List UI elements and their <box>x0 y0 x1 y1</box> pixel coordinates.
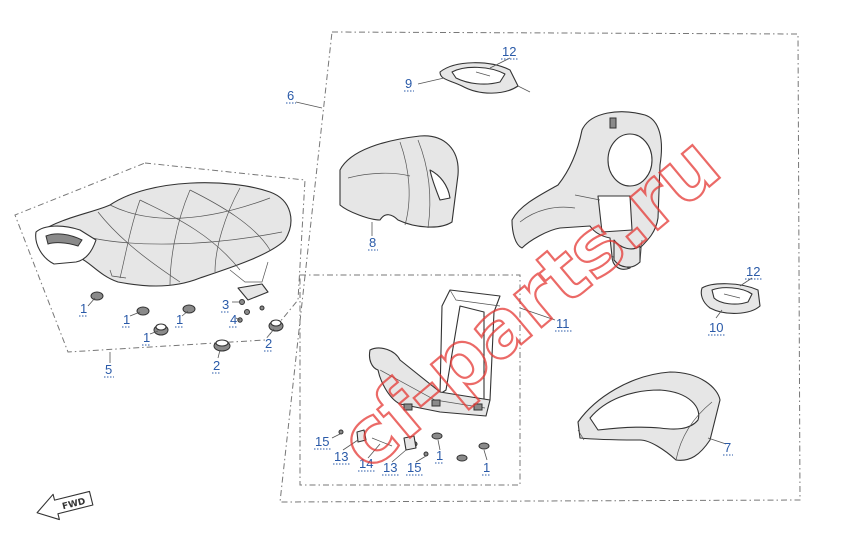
leader-lines <box>87 57 753 463</box>
callout-1-c[interactable]: 1 <box>176 312 183 327</box>
part-10-tray <box>700 283 761 314</box>
forward-arrow-icon: FWD <box>36 490 94 521</box>
callout-1-b[interactable]: 1 <box>123 312 130 327</box>
callout-1-d[interactable]: 1 <box>143 330 150 345</box>
callout-14[interactable]: 14 <box>359 456 373 471</box>
seat-fasteners <box>90 283 284 352</box>
callout-2-a[interactable]: 2 <box>265 336 272 351</box>
callout-3[interactable]: 3 <box>222 297 229 312</box>
callout-2-b[interactable]: 2 <box>213 358 220 373</box>
callout-4[interactable]: 4 <box>230 312 237 327</box>
callout-7[interactable]: 7 <box>724 440 731 455</box>
callout-13-left[interactable]: 13 <box>334 449 348 464</box>
callout-1-a[interactable]: 1 <box>80 301 87 316</box>
part-11-frame <box>338 289 501 462</box>
assembly-5-outline <box>14 162 306 353</box>
callout-9[interactable]: 9 <box>405 76 412 91</box>
callouts: 12 9 6 8 1 1 1 1 3 4 2 2 5 11 12 10 7 15 <box>79 44 763 476</box>
callout-6[interactable]: 6 <box>287 88 294 103</box>
callout-1-f[interactable]: 1 <box>483 460 490 475</box>
callout-15-left[interactable]: 15 <box>315 434 329 449</box>
callout-10[interactable]: 10 <box>709 320 723 335</box>
callout-13-right[interactable]: 13 <box>383 460 397 475</box>
assembly-11-outline <box>299 274 521 486</box>
assembly-6-outline <box>279 31 801 503</box>
callout-1-e[interactable]: 1 <box>436 448 443 463</box>
callout-12-right[interactable]: 12 <box>746 264 760 279</box>
part-9-tray <box>439 62 531 94</box>
callout-12-top[interactable]: 12 <box>502 44 516 59</box>
callout-11[interactable]: 11 <box>556 316 570 331</box>
callout-8[interactable]: 8 <box>369 235 376 250</box>
callout-5[interactable]: 5 <box>105 362 112 377</box>
part-7-cover <box>577 371 721 461</box>
callout-15-right[interactable]: 15 <box>407 460 421 475</box>
part-8-backrest <box>339 135 459 229</box>
main-seat <box>35 182 292 287</box>
part-6-rear-housing <box>511 111 663 270</box>
